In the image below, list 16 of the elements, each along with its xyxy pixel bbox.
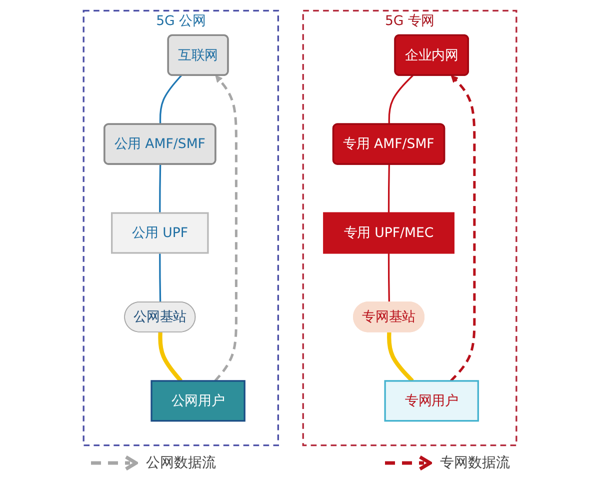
node-box: 专网用户 [384, 380, 479, 422]
node-box: 公用 UPF [111, 212, 209, 254]
arrow [450, 75, 476, 382]
legend-label: 专网数据流 [440, 454, 510, 472]
connector [388, 252, 390, 302]
connector [388, 164, 390, 214]
legend-label: 公网数据流 [146, 454, 216, 472]
connector [388, 74, 414, 125]
connector [159, 164, 162, 214]
arrow [214, 75, 238, 382]
connector [159, 74, 182, 125]
node-box: 公网用户 [150, 380, 246, 422]
node-box: 专用 UPF/MEC [323, 212, 454, 254]
connector [159, 252, 162, 302]
connector [158, 332, 183, 382]
connector [387, 332, 414, 382]
